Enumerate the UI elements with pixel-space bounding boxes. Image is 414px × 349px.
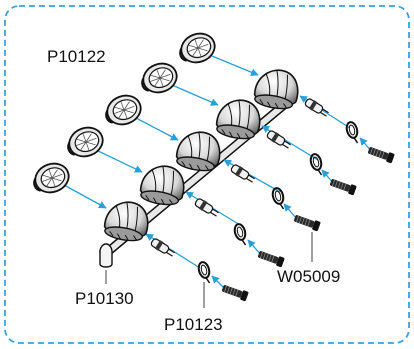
bulb-socket bbox=[303, 96, 331, 120]
part-label-p10130: P10130 bbox=[75, 289, 134, 308]
screw bbox=[292, 212, 322, 232]
lens-cap bbox=[100, 89, 146, 131]
bulb-socket bbox=[229, 162, 257, 186]
bulb-socket bbox=[149, 236, 177, 260]
housing bbox=[137, 161, 189, 209]
screw bbox=[366, 144, 396, 164]
lens-cap bbox=[136, 57, 182, 99]
bulb-socket bbox=[193, 196, 221, 220]
housing-group bbox=[101, 65, 303, 245]
retaining-clip bbox=[232, 221, 250, 248]
screw bbox=[256, 248, 286, 268]
lens-cap bbox=[174, 27, 220, 69]
retaining-clip bbox=[308, 151, 326, 178]
part-label-w05009: W05009 bbox=[277, 267, 340, 286]
retaining-clip bbox=[196, 259, 214, 286]
housing bbox=[101, 197, 153, 245]
retaining-clip bbox=[344, 119, 362, 146]
housing bbox=[213, 95, 265, 143]
lens-cap bbox=[62, 121, 108, 163]
diagram-frame bbox=[4, 5, 410, 344]
label-leader-lines bbox=[105, 232, 313, 308]
screw bbox=[220, 282, 250, 302]
part-label-p10122: P10122 bbox=[47, 47, 106, 66]
screw bbox=[328, 176, 358, 196]
housing bbox=[251, 65, 303, 113]
lens-cap bbox=[28, 157, 74, 199]
part-label-p10123: P10123 bbox=[164, 315, 223, 334]
bulb-socket bbox=[265, 128, 293, 152]
mounting-bar bbox=[99, 95, 295, 268]
